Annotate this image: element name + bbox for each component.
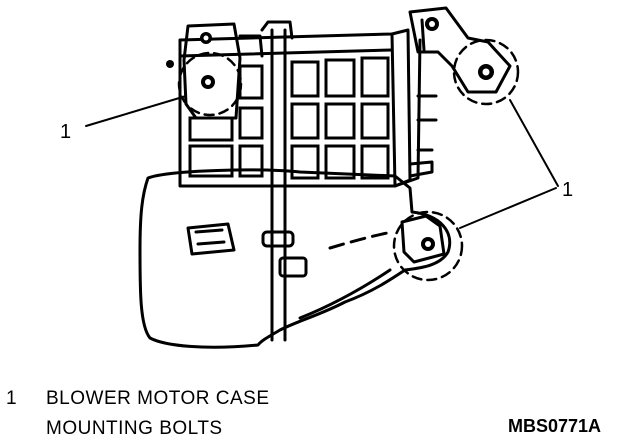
legend-text-line-2: MOUNTING BOLTS — [46, 418, 223, 439]
leader-line-right-upper — [509, 99, 559, 187]
blower-housing — [138, 168, 452, 349]
callout-circle-right-bolt — [452, 38, 520, 106]
side-connector — [186, 222, 236, 256]
figure-code: MBS0771A — [508, 416, 602, 436]
shaft-collar-lower — [278, 256, 308, 278]
leader-line-left — [85, 95, 187, 127]
lower-right-bracket — [400, 214, 446, 264]
leader-line-right-lower — [459, 187, 557, 229]
shaft-collar-upper — [261, 230, 295, 248]
grid-cells — [188, 56, 390, 180]
legend-text-line-1: BLOWER MOTOR CASE — [46, 388, 270, 409]
screw-left-edge — [166, 60, 174, 68]
legend-number: 1 — [6, 388, 18, 409]
right-bracket — [408, 6, 512, 94]
callout-label-right: 1 — [562, 179, 573, 201]
callout-circle-lower-bolt — [392, 210, 464, 282]
callout-label-left: 1 — [60, 121, 71, 143]
